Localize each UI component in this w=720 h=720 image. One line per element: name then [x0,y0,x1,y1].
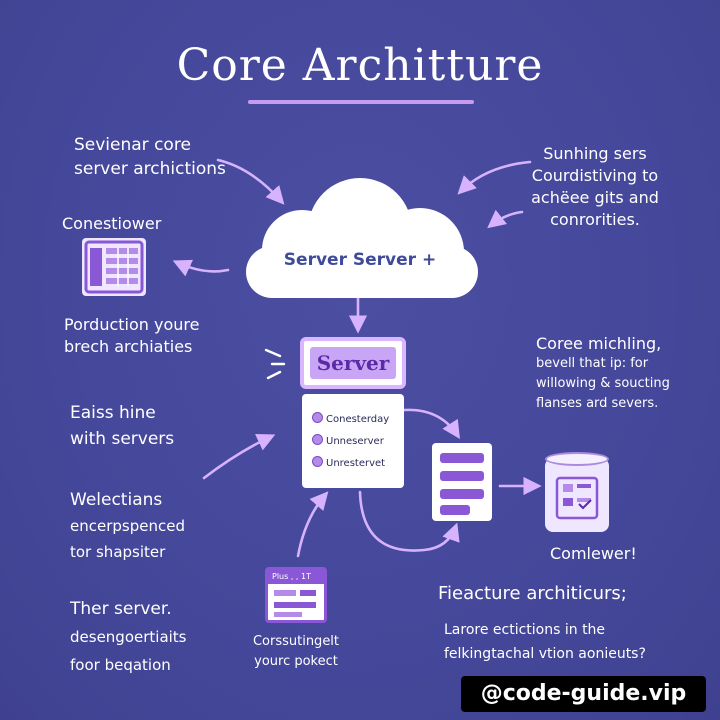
left-card-title: Conestiower [62,214,162,233]
spreadsheet-icon [82,238,146,296]
cloud-label: Server Server + [283,250,437,270]
arrow-server-to-feature [358,490,460,552]
arrow-cloud-from-topright [457,160,532,195]
database-icon [545,452,609,532]
tablet-icon: Plus , , 1T [265,567,327,623]
server-label: Server [316,351,390,375]
arrow-server-to-doc [402,408,460,440]
bullet-icon [312,434,323,445]
arrow-easy-to-server [202,433,276,480]
sparkle-icon [264,348,286,380]
text-mid-right: Coree michling,bevell that ip: for willo… [536,334,670,411]
page-title: Core Architture [176,40,544,91]
bullet-icon [312,456,323,467]
server-list: Conesterday Unneserver Unrestervet [302,394,404,488]
list-item: Unrestervet [312,456,385,470]
bullet-icon [312,412,323,423]
arrow-tablet-to-server [296,491,329,558]
text-left-bottom: Ther server. desengoertiaits foor beqati… [70,599,187,674]
arrow-topright-lower [487,209,524,229]
document-icon [432,443,492,521]
text-left-welect: Welectians encerpspenced tor shapsiter [70,490,185,561]
server-header: Server [300,337,406,389]
arrow-cloud-to-leftcard [172,259,230,277]
database-label: Comlewer! [550,544,637,563]
watermark: @code-guide.vip [461,676,706,712]
tablet-label: Plus , , 1T [268,570,324,584]
list-item: Unneserver [312,434,384,448]
feature-title: Fieacture architicurs; [438,583,627,604]
title-underline [248,100,474,104]
list-item: Conesterday [312,412,389,426]
arrow-topleft-to-cloud [216,158,285,205]
cloud-icon [246,178,478,298]
